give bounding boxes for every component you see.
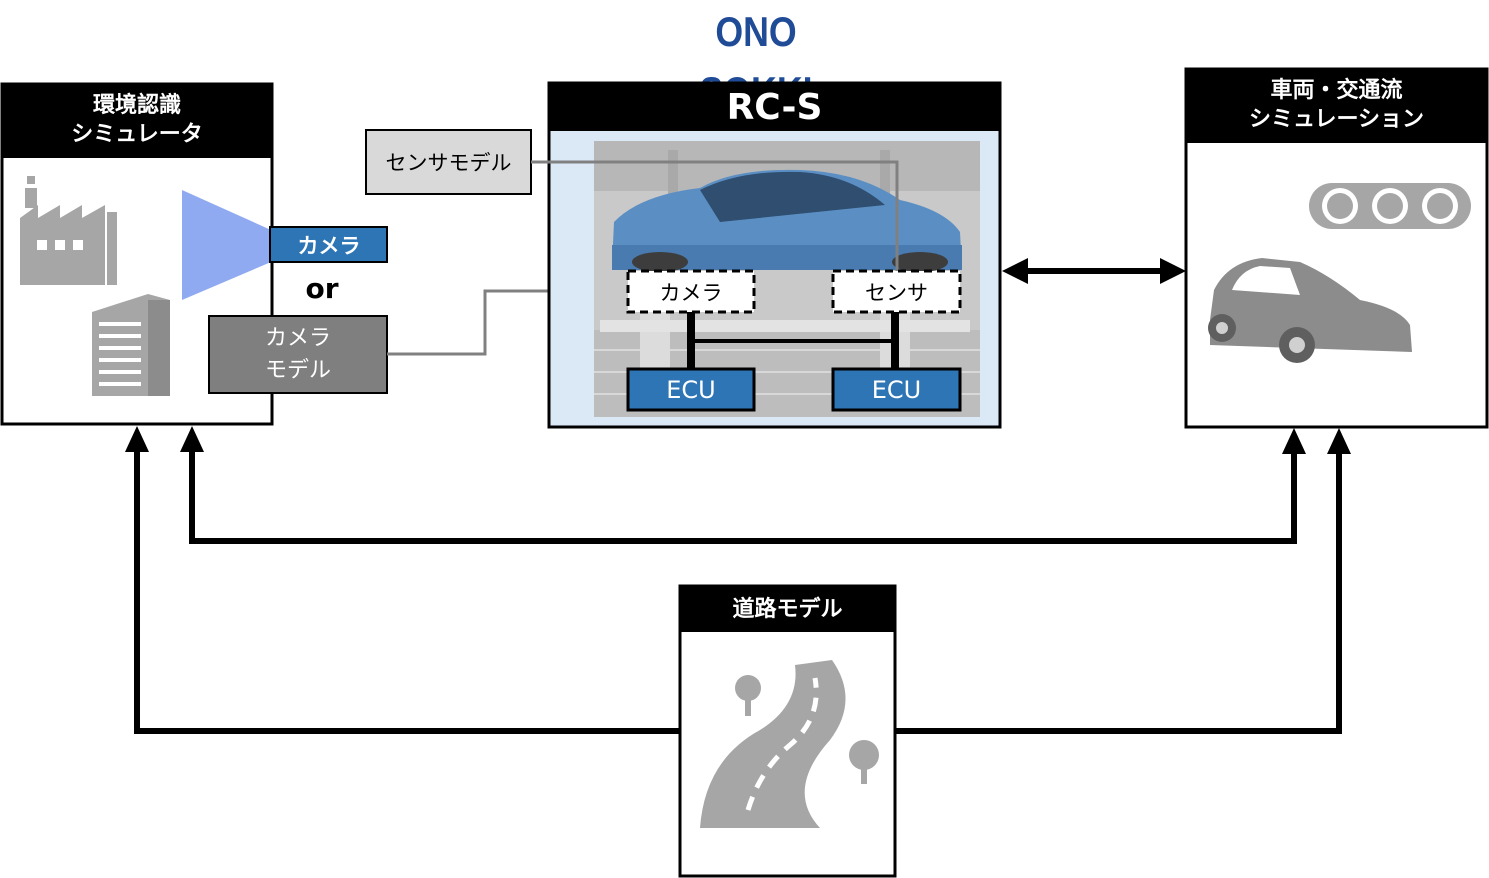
connector-lines: [134, 446, 1342, 734]
environment-simulator-title-line1: 環境認識: [92, 93, 181, 119]
rcs-sensor-label: センサ: [865, 280, 928, 305]
ecu-left-label: ECU: [666, 375, 716, 404]
car-icon: [1208, 258, 1412, 363]
vehicle-traffic-simulation-title: 車両・交通流 シミュレーション: [1188, 71, 1485, 141]
tree-icon: [735, 675, 879, 784]
environment-simulator-title-line2: シミュレータ: [71, 122, 203, 147]
camera-view-cone-icon: [182, 190, 271, 300]
camera-box: [269, 226, 388, 263]
arrow-heads: [125, 426, 1351, 454]
camera-model-label-line2: モデル: [264, 357, 331, 383]
environment-simulator-title: 環境認識 シミュレータ: [4, 86, 270, 156]
rcs-title: RC-S: [551, 85, 998, 131]
rcs-sensor-box: [831, 269, 962, 314]
ecu-left-box: [626, 367, 756, 412]
camera-model-label: カメラ モデル: [210, 317, 386, 392]
rcs-camera-label: カメラ: [659, 280, 723, 305]
road-model-title: 道路モデル: [682, 588, 893, 632]
sensor-model-box: [365, 129, 532, 195]
ecu-right-label: ECU: [871, 375, 922, 404]
vehicle-traffic-simulation-title-line1: 車両・交通流: [1270, 78, 1403, 104]
building-icon: [92, 294, 170, 396]
traffic-light-icon: [1309, 183, 1471, 229]
sensor-model-link: [531, 160, 899, 271]
camera-model-label-line1: カメラ: [264, 325, 331, 351]
vehicle-traffic-simulation-title-line2: シミュレーション: [1248, 107, 1425, 132]
ecu-right-box: [831, 367, 962, 412]
camera-label: カメラ: [297, 233, 361, 258]
or-label: or: [305, 271, 339, 305]
sensor-model-label: センサモデル: [385, 151, 512, 175]
road-icon: [700, 660, 846, 828]
bidirectional-arrow: [1002, 258, 1186, 284]
rcs-camera-box: [626, 269, 756, 314]
